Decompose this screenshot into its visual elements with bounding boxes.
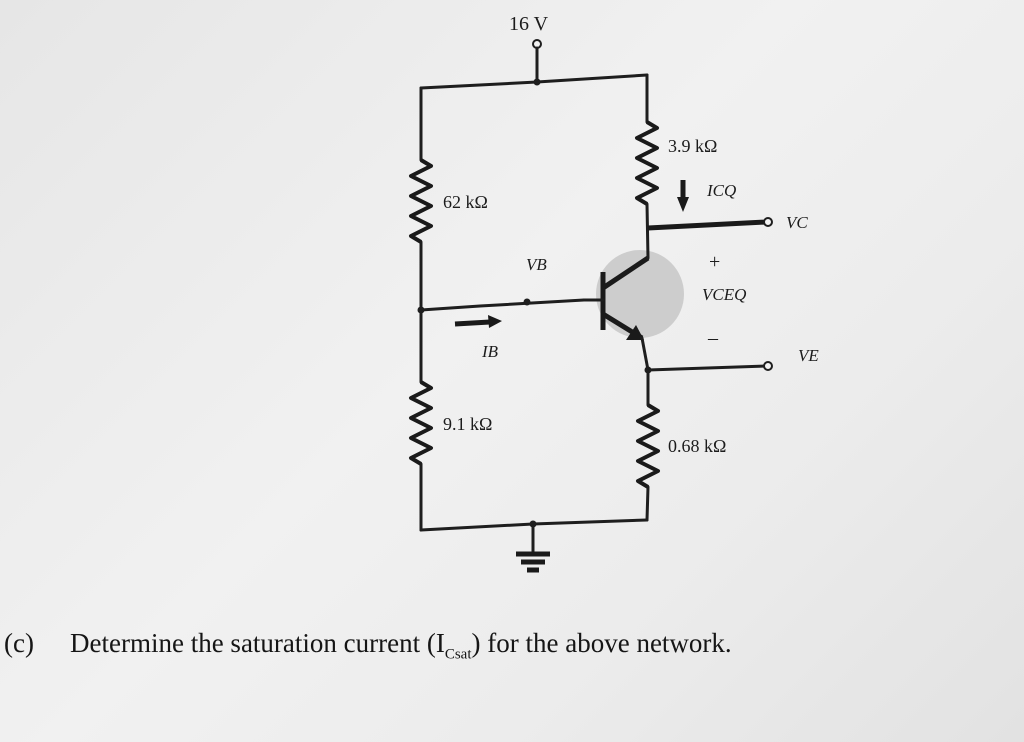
ground-icon [516, 551, 550, 573]
vb-node [523, 298, 531, 306]
collector-wire [645, 202, 650, 260]
ve-lead [646, 364, 768, 372]
transistor-collector-lead [601, 255, 650, 291]
resistor-rc [635, 120, 659, 206]
top-rail [419, 73, 649, 90]
vceq-plus-sign: + [709, 251, 720, 273]
vc-lead [647, 219, 767, 231]
question-body-end: ) for the above network. [471, 628, 732, 658]
r1-label: 62 kΩ [443, 192, 488, 212]
rc-label: 3.9 kΩ [668, 136, 717, 156]
question-text: (c) Determine the saturation current (ICs… [4, 628, 732, 663]
ib-label: IB [481, 342, 499, 361]
ve-label: VE [798, 346, 819, 365]
re-label: 0.68 kΩ [668, 436, 726, 456]
transistor-body [596, 250, 684, 338]
vceq-label: VCEQ [702, 285, 746, 304]
vc-terminal [763, 217, 773, 227]
emitter-arrow-icon [626, 325, 644, 340]
question-body-start: Determine the saturation current (I [70, 628, 445, 658]
resistor-r1 [409, 158, 433, 244]
resistor-r2 [409, 380, 433, 466]
right-wire-bottom [645, 485, 650, 522]
supply-voltage-label: 16 V [509, 13, 549, 35]
resistor-re [636, 403, 660, 489]
ib-arrow-icon [488, 315, 502, 328]
vc-label: VC [786, 213, 808, 232]
icq-label: ICQ [706, 181, 736, 200]
base-wire [419, 298, 586, 312]
vb-label: VB [526, 255, 547, 274]
icq-arrow-icon [677, 197, 689, 212]
r2-label: 9.1 kΩ [443, 414, 492, 434]
vceq-minus-sign: – [707, 327, 719, 349]
emitter-wire [640, 336, 650, 372]
question-subscript: Csat [444, 646, 472, 663]
ib-arrow-shaft [454, 319, 491, 327]
question-label: (c) [4, 628, 34, 658]
ve-terminal [763, 361, 773, 371]
